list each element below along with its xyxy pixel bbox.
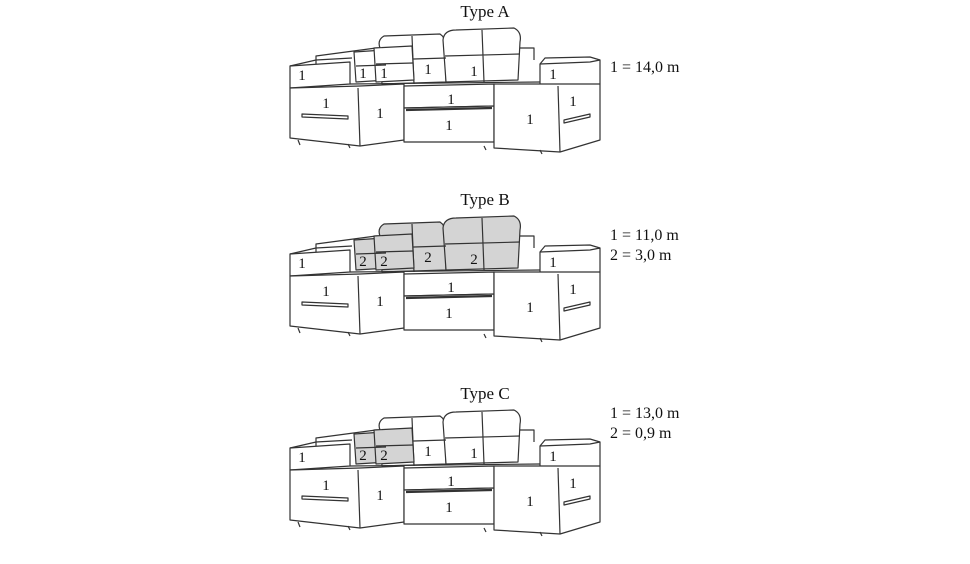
label-small-pillow-1: 1: [359, 66, 367, 82]
label-back-right: 2: [470, 252, 478, 268]
label-side-left: 1: [376, 106, 384, 122]
label-back-right: 1: [470, 446, 478, 462]
legend-entry: 1 = 11,0 m: [610, 227, 679, 244]
label-small-pillow-1: 2: [359, 448, 367, 464]
label-small-pillow-2: 2: [380, 448, 388, 464]
label-seat-mid: 1: [447, 280, 455, 296]
label-arm-left: 1: [298, 68, 306, 84]
label-small-pillow-2: 1: [380, 66, 388, 82]
panel-title: Type B: [460, 190, 510, 209]
label-small-pillow-1: 2: [359, 254, 367, 270]
label-side-right: 1: [569, 282, 577, 298]
label-arm-left: 1: [298, 256, 306, 272]
label-seat-mid: 1: [447, 474, 455, 490]
label-small-pillow-2: 2: [380, 254, 388, 270]
label-drawer: 1: [445, 306, 453, 322]
label-back-left: 2: [424, 250, 432, 266]
material-legend: 1 = 14,0 m: [610, 58, 679, 78]
label-front-right: 1: [526, 112, 534, 128]
label-side-left: 1: [376, 294, 384, 310]
legend-entry: 1 = 14,0 m: [610, 59, 680, 76]
label-drawer: 1: [445, 500, 453, 516]
label-arm-right: 1: [549, 67, 557, 83]
label-drawer: 1: [445, 118, 453, 134]
panel-title: Type A: [460, 2, 510, 21]
label-arm-left: 1: [298, 450, 306, 466]
legend-entry: 1 = 13,0 m: [610, 405, 680, 422]
label-front-left: 1: [322, 96, 330, 112]
legend-entry: 2 = 0,9 m: [610, 425, 672, 442]
label-side-right: 1: [569, 94, 577, 110]
label-arm-right: 1: [549, 255, 557, 271]
label-front-right: 1: [526, 300, 534, 316]
label-front-left: 1: [322, 478, 330, 494]
label-back-left: 1: [424, 62, 432, 78]
material-legend: 1 = 13,0 m 2 = 0,9 m: [610, 404, 679, 444]
label-side-right: 1: [569, 476, 577, 492]
label-seat-mid: 1: [447, 92, 455, 108]
label-arm-right: 1: [549, 449, 557, 465]
label-back-left: 1: [424, 444, 432, 460]
label-back-right: 1: [470, 64, 478, 80]
label-side-left: 1: [376, 488, 384, 504]
label-front-right: 1: [526, 494, 534, 510]
label-front-left: 1: [322, 284, 330, 300]
material-legend: 1 = 11,0 m 2 = 3,0 m: [610, 226, 679, 266]
panel-title: Type C: [460, 384, 510, 403]
legend-entry: 2 = 3,0 m: [610, 247, 672, 264]
